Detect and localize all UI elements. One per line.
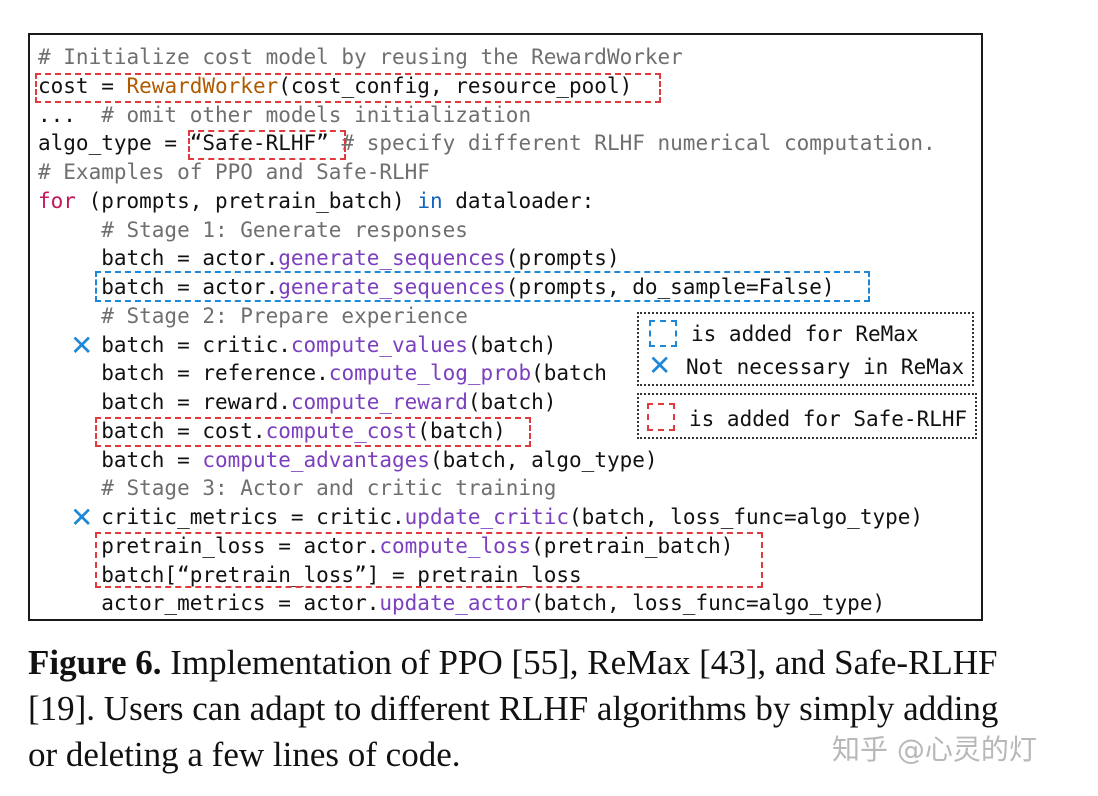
- code-token: dataloader:: [442, 188, 595, 213]
- code-line: batch[“pretrain_loss”] = pretrain_loss: [38, 562, 582, 588]
- code-token: compute_reward: [290, 390, 468, 414]
- figure-label: Figure 6.: [28, 643, 162, 682]
- safe-rlhf-box-compute-cost: [95, 417, 531, 447]
- code-token: pretrain_loss = actor.: [38, 533, 380, 558]
- code-line: cost = RewardWorker(cost_config, resourc…: [38, 73, 632, 99]
- code-token: update_actor: [379, 591, 532, 616]
- code-line: batch = actor.generate_sequences(prompts…: [38, 245, 620, 271]
- code-token: compute_advantages: [202, 447, 430, 472]
- code-token: batch = actor.: [38, 275, 279, 299]
- code-token: compute_log_prob: [328, 361, 532, 386]
- watermark: 知乎 @心灵的灯: [832, 733, 1037, 766]
- code-token: (batch): [467, 390, 557, 414]
- code-line: # Stage 1: Generate responses: [38, 217, 468, 243]
- x-mark-icon-compute-values: ✕: [70, 329, 94, 362]
- code-line: actor_metrics = actor.update_actor(batch…: [38, 590, 885, 616]
- code-line: batch = actor.generate_sequences(prompts…: [38, 274, 835, 300]
- code-token: batch[“pretrain_loss”] = pretrain_loss: [38, 562, 582, 587]
- code-token: # Examples of PPO and Safe-RLHF: [38, 160, 430, 184]
- legend-blue-box-icon: [649, 320, 677, 347]
- code-line: batch = cost.compute_cost(batch): [38, 418, 506, 444]
- code-line: batch = compute_advantages(batch, algo_t…: [38, 447, 658, 473]
- code-token: (batch): [467, 332, 557, 357]
- code-line: batch = critic.compute_values(batch): [38, 332, 556, 358]
- code-token: compute_loss: [379, 533, 532, 558]
- code-token: batch = reference.: [38, 361, 329, 386]
- code-token: generate_sequences: [278, 275, 506, 299]
- code-line: # Stage 2: Prepare experience: [38, 303, 468, 329]
- code-listing-box: [28, 33, 983, 621]
- code-line: batch = reward.compute_reward(batch): [38, 389, 556, 415]
- legend-safe-rlhf-box: [637, 393, 977, 439]
- code-token: critic_metrics = critic.: [38, 505, 405, 529]
- remax-box-greedy-generate: [95, 271, 870, 302]
- code-token: (prompts): [505, 246, 620, 271]
- code-line: pretrain_loss = actor.compute_loss(pretr…: [38, 533, 733, 559]
- code-token: # omit other models initialization: [101, 102, 532, 127]
- code-token: # Stage 3: Actor and critic training: [38, 476, 557, 501]
- code-token: (batch, loss_func=algo_type): [531, 591, 886, 616]
- code-token: batch = reward.: [38, 390, 291, 414]
- figure-caption: Figure 6. Implementation of PPO [55], Re…: [28, 640, 1008, 778]
- figure-caption-text: Implementation of PPO [55], ReMax [43], …: [28, 643, 999, 774]
- code-line: batch = reference.compute_log_prob(batch: [38, 360, 607, 386]
- code-line: ... # omit other models initialization: [38, 102, 531, 128]
- legend-remax-box: [637, 312, 974, 386]
- legend-safe-rlhf-added-label: is added for Safe-RLHF: [689, 407, 968, 431]
- code-line: # Initialize cost model by reusing the R…: [38, 44, 683, 70]
- code-token: batch = critic.: [38, 332, 291, 357]
- code-token: # Initialize cost model by reusing the R…: [38, 45, 683, 69]
- code-token: compute_cost: [265, 418, 418, 443]
- legend-remax-added-label: is added for ReMax: [691, 322, 919, 346]
- code-token: actor_metrics = actor.: [38, 591, 380, 616]
- code-token: algo_type =: [38, 131, 190, 156]
- code-token: generate_sequences: [278, 246, 506, 271]
- code-token: # specify different RLHF numerical compu…: [328, 131, 936, 156]
- safe-rlhf-box-cost-init: [35, 73, 661, 103]
- code-token: (cost_config, resource_pool): [278, 73, 633, 98]
- legend-not-necessary-label: Not necessary in ReMax: [686, 355, 965, 379]
- code-token: batch =: [38, 447, 203, 472]
- safe-rlhf-box-pretrain: [95, 532, 763, 588]
- code-token: for: [38, 188, 76, 213]
- code-token: “Safe-RLHF”: [189, 131, 329, 156]
- legend-red-box-icon: [647, 403, 675, 431]
- code-token: RewardWorker: [126, 73, 279, 98]
- code-token: (batch, loss_func=algo_type): [569, 505, 924, 529]
- code-token: (prompts, pretrain_batch): [75, 188, 418, 213]
- code-token: cost =: [38, 73, 127, 98]
- safe-rlhf-box-algo-type: [188, 130, 346, 160]
- code-line: # Examples of PPO and Safe-RLHF: [38, 159, 430, 185]
- code-token: in: [417, 188, 443, 213]
- code-line: algo_type = “Safe-RLHF” # specify differ…: [38, 130, 936, 156]
- code-token: (pretrain_batch): [531, 533, 734, 558]
- code-line: critic_metrics = critic.update_critic(ba…: [38, 504, 923, 530]
- code-token: update_critic: [404, 505, 570, 529]
- code-token: ...: [38, 102, 102, 127]
- code-token: # Stage 2: Prepare experience: [38, 303, 468, 328]
- code-token: # Stage 1: Generate responses: [38, 217, 468, 242]
- code-token: (batch): [417, 418, 506, 443]
- code-token: (prompts, do_sample=False): [505, 275, 835, 299]
- x-mark-icon-update-critic: ✕: [70, 501, 94, 534]
- legend-x-mark-icon: ✕: [648, 349, 672, 382]
- code-line: # Stage 3: Actor and critic training: [38, 475, 556, 501]
- code-token: compute_values: [290, 332, 468, 357]
- code-token: batch = cost.: [38, 418, 266, 443]
- code-token: (batch: [531, 361, 607, 386]
- code-token: (batch, algo_type): [429, 447, 658, 472]
- code-token: batch = actor.: [38, 246, 279, 271]
- code-line: for (prompts, pretrain_batch) in dataloa…: [38, 188, 594, 214]
